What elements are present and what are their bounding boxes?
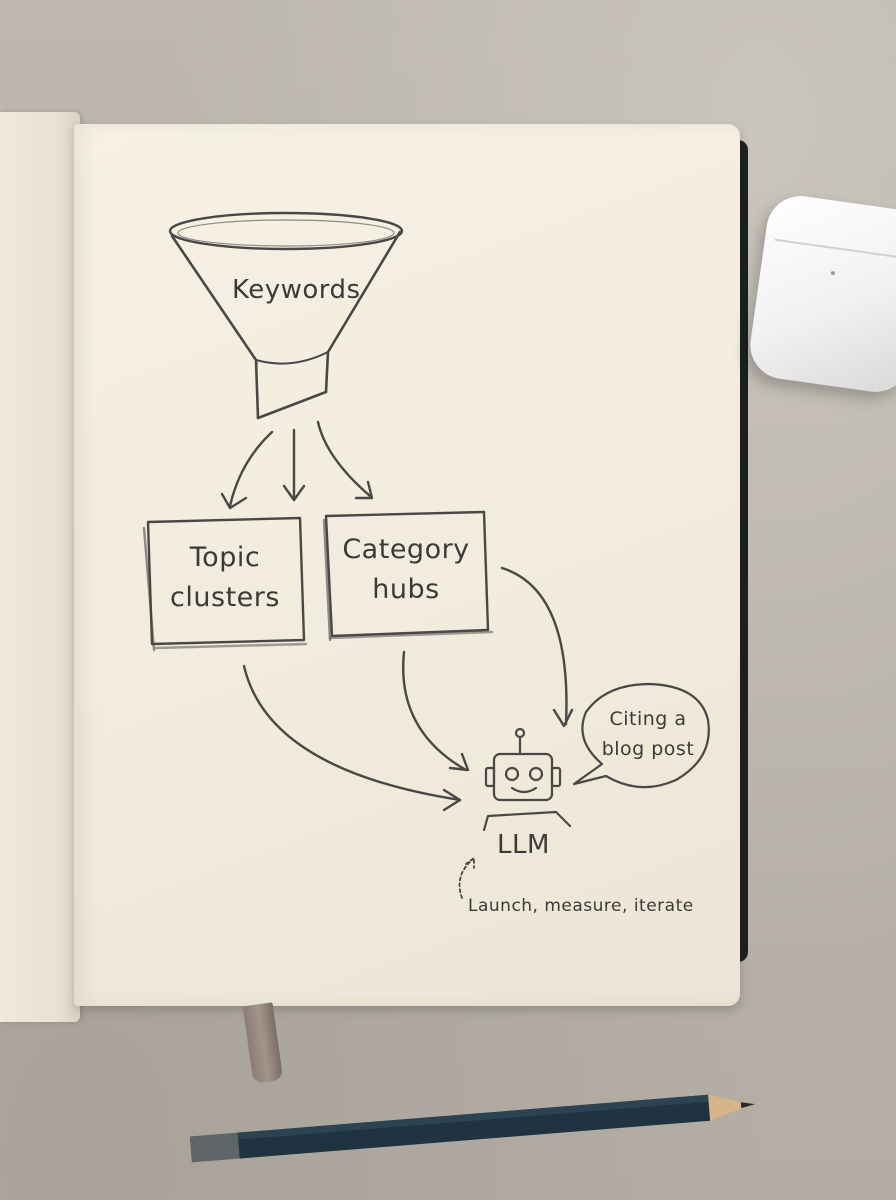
funnel-label: Keywords [232, 275, 361, 305]
category-hubs-line2: hubs [372, 574, 440, 605]
pencil-end-cap [189, 1132, 242, 1163]
llm-label: LLM [497, 830, 550, 860]
topic-clusters-box [142, 516, 308, 652]
arrows-to-llm [242, 566, 574, 812]
loop-note: Launch, measure, iterate [468, 896, 694, 916]
pencil-lead [740, 1102, 755, 1109]
topic-clusters-line2: clusters [170, 582, 280, 613]
speech-bubble-text: Citing a blog post [586, 704, 710, 764]
speech-bubble-line2: blog post [601, 738, 695, 760]
speech-bubble-line1: Citing a [609, 708, 687, 730]
category-hubs-label: Category hubs [330, 530, 482, 610]
robot-icon [482, 727, 572, 832]
iterate-loop-arrow [458, 857, 475, 899]
notebook-left-page [0, 112, 80, 1022]
notebook-right-page [74, 124, 740, 1006]
category-hubs-line1: Category [342, 534, 470, 565]
funnel-arrows [220, 420, 374, 510]
topic-clusters-line1: Topic [189, 542, 261, 573]
category-hubs-box [322, 510, 494, 642]
speech-bubble [572, 682, 710, 789]
topic-clusters-label: Topic clusters [148, 538, 302, 618]
pencil-tip-wood [708, 1094, 752, 1121]
funnel-icon [168, 211, 404, 420]
